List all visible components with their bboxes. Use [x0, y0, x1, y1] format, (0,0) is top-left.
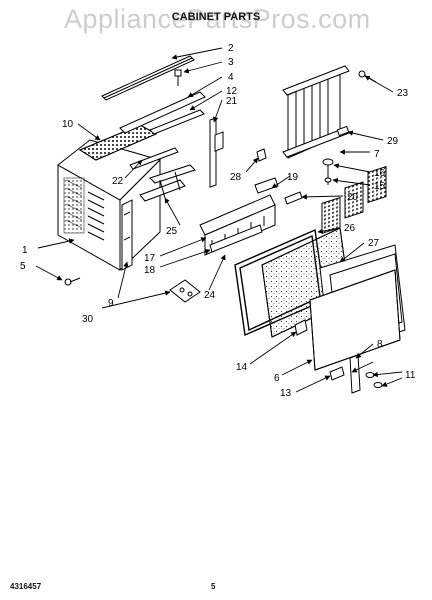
callout-11: 11 [405, 370, 416, 381]
callout-30: 30 [82, 314, 94, 325]
watermark: AppliancePartsPros.com [64, 4, 371, 34]
front-panel [309, 165, 401, 371]
part-28 [256, 148, 267, 162]
support-25 [139, 164, 196, 202]
callout-13: 13 [280, 388, 292, 399]
bracket-12 [149, 109, 205, 135]
callout-labels: 2 3 4 12 21 10 1 5 9 30 22 25 17 18 24 2… [20, 43, 416, 399]
document-number: 4316457 [10, 582, 42, 591]
callout-22: 22 [112, 176, 124, 187]
callout-26: 26 [344, 223, 356, 234]
callout-7: 7 [374, 149, 380, 160]
bracket-8 [349, 354, 361, 394]
callout-23: 23 [397, 88, 409, 99]
callout-17: 17 [144, 253, 156, 264]
callout-4: 4 [228, 72, 234, 83]
callout-21: 21 [226, 96, 238, 107]
callout-25: 25 [166, 226, 178, 237]
knob-16 [322, 158, 334, 185]
callout-12: 12 [226, 86, 238, 97]
leader-lines [35, 47, 403, 393]
callout-15: 15 [374, 181, 386, 192]
control-panel [199, 131, 279, 256]
clip-29 [336, 125, 350, 137]
callout-6: 6 [274, 373, 280, 384]
callout-5: 5 [20, 261, 26, 272]
callout-8: 8 [377, 339, 383, 350]
latch-14 [294, 319, 308, 336]
callout-20: 20 [347, 192, 359, 203]
callout-1: 1 [22, 245, 28, 256]
callout-18: 18 [144, 265, 156, 276]
diagram-title: CABINET PARTS [171, 11, 261, 23]
cabinet-side-louvers [63, 177, 105, 241]
callout-19: 19 [287, 172, 299, 183]
side-curtain [282, 65, 350, 159]
callout-29: 29 [387, 136, 399, 147]
callout-16: 16 [374, 168, 386, 179]
callout-14: 14 [236, 362, 248, 373]
page-number: 5 [211, 582, 216, 591]
side-rail [121, 199, 133, 271]
bracket-30 [169, 279, 201, 303]
callout-10: 10 [62, 119, 74, 130]
screw-3 [174, 69, 182, 86]
vertical-strip-21 [209, 117, 217, 188]
top-rail-2 [101, 55, 195, 101]
callout-9: 9 [108, 298, 114, 309]
callout-2: 2 [228, 43, 234, 54]
callout-3: 3 [228, 57, 234, 68]
callout-27: 27 [368, 238, 380, 249]
bracket-20 [284, 191, 303, 205]
screw-5 [64, 277, 81, 286]
top-rail-4 [119, 91, 206, 134]
part-13 [329, 366, 345, 381]
callout-28: 28 [230, 172, 242, 183]
callout-24: 24 [204, 290, 216, 301]
cabinet-shell [57, 124, 161, 272]
